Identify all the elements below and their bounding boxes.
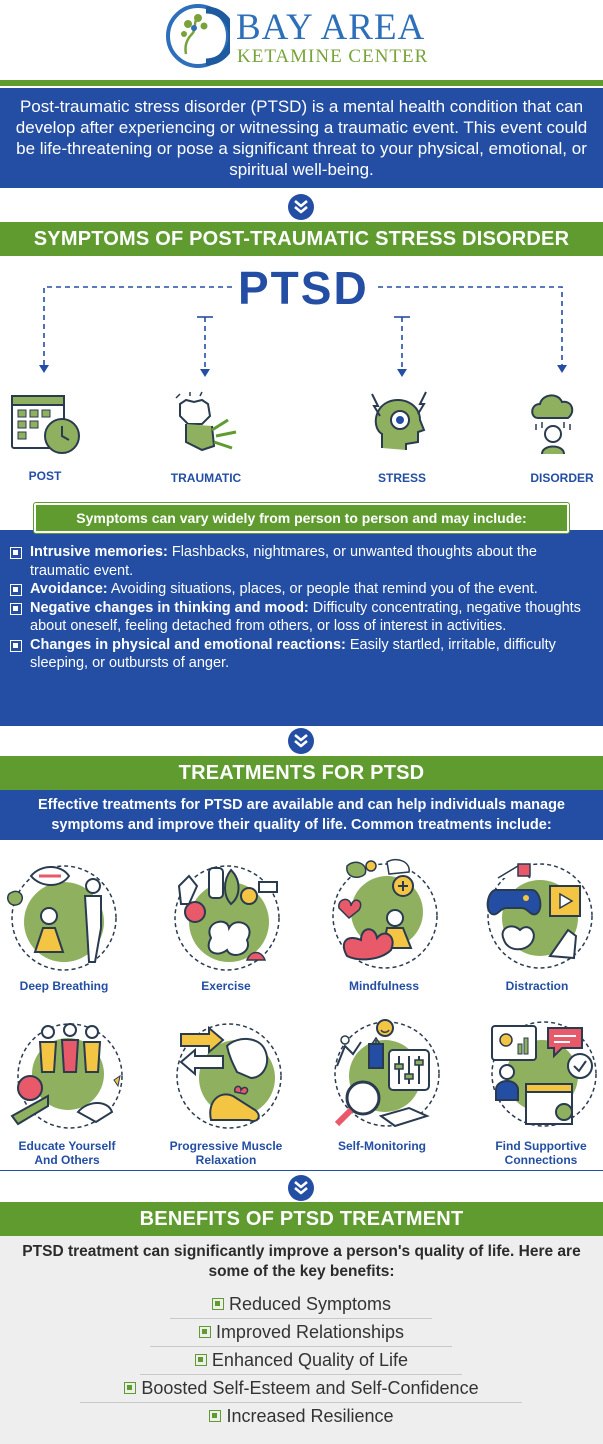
list-item: Improved Relationships <box>0 1322 603 1343</box>
exercise-brain-icon <box>174 865 280 971</box>
breathing-meditation-icon <box>7 865 117 971</box>
symptom-text: Difficulty concentrating, negative thoug… <box>30 599 581 635</box>
mindfulness-lotus-icon <box>332 858 438 969</box>
intro-panel: Post-traumatic stress disorder (PTSD) is… <box>0 88 603 188</box>
chevron-down-icon <box>288 1175 314 1201</box>
checkbox-bullet-icon <box>209 1410 222 1422</box>
divider <box>140 1374 462 1375</box>
treatment-label: Mindfulness <box>348 979 419 993</box>
treatment-label: Self-Monitoring <box>338 1139 426 1153</box>
ptsd-connector-lines <box>39 286 567 377</box>
intro-text: Post-traumatic stress disorder (PTSD) is… <box>15 97 588 179</box>
fist-breaking-icon <box>175 391 237 452</box>
symptoms-heading: SYMPTOMS OF POST-TRAUMATIC STRESS DISORD… <box>0 222 603 256</box>
treatments-intro-text: Effective treatments for PTSD are availa… <box>37 797 565 833</box>
treatment-item-supportive-connections: Find Supportive Connections <box>471 1016 603 1167</box>
header-divider <box>0 80 603 86</box>
benefit-text: Boosted Self-Esteem and Self-Confidence <box>141 1378 479 1398</box>
section-divider <box>0 1170 603 1171</box>
checkbox-bullet-icon <box>124 1382 137 1394</box>
symptom-title: Negative changes in thinking and mood: <box>30 599 309 616</box>
benefit-text: Reduced Symptoms <box>228 1294 392 1314</box>
word-label-post: POST <box>28 469 62 483</box>
treatment-item-mindfulness: Mindfulness <box>314 856 454 993</box>
list-item: Intrusive memories: Flashbacks, nightmar… <box>10 543 591 580</box>
symptom-text: Flashbacks, nightmares, or unwanted thou… <box>30 544 537 579</box>
tree-head-logo-icon <box>166 4 230 68</box>
word-label-disorder: DISORDER <box>530 471 594 485</box>
treatment-item-exercise: Exercise <box>156 856 296 993</box>
treatment-label: Find Supportive Connections <box>495 1139 587 1167</box>
treatment-item-distraction: Distraction <box>467 856 603 993</box>
treatment-label: Deep Breathing <box>19 979 109 993</box>
treatment-label: Educate Yourself And Others <box>18 1139 116 1167</box>
magnifier-sliders-icon <box>334 1019 440 1128</box>
divider <box>80 1402 522 1403</box>
benefit-text: Enhanced Quality of Life <box>211 1350 409 1370</box>
list-item: Boosted Self-Esteem and Self-Confidence <box>0 1378 603 1399</box>
site-header: BAY AREA KETAMINE CENTER <box>0 0 603 80</box>
chevron-down-icon <box>288 728 314 754</box>
word-label-stress: STRESS <box>377 471 426 485</box>
treatment-item-deep-breathing: Deep Breathing <box>0 856 134 993</box>
treatment-item-self-monitoring: Self-Monitoring <box>312 1016 452 1153</box>
list-item: Enhanced Quality of Life <box>0 1350 603 1371</box>
brand-subtitle: KETAMINE CENTER <box>237 46 429 67</box>
benefits-heading: BENEFITS OF PTSD TREATMENT <box>0 1202 603 1236</box>
divider <box>170 1318 432 1319</box>
symptoms-list: Intrusive memories: Flashbacks, nightmar… <box>0 530 603 726</box>
video-chat-support-icon <box>491 1021 597 1127</box>
treatment-item-muscle-relaxation: Progressive Muscle Relaxation <box>156 1016 296 1167</box>
checkbox-bullet-icon <box>194 1354 207 1366</box>
divider <box>150 1346 452 1347</box>
checkbox-bullet-icon <box>211 1298 224 1310</box>
symptoms-callout: Symptoms can vary widely from person to … <box>33 502 570 534</box>
symptom-text: Easily startled, irritable, difficulty s… <box>30 636 556 672</box>
head-gear-stress-icon <box>371 391 427 450</box>
ptsd-acronym: PTSD <box>238 262 369 314</box>
list-item: Avoidance: Avoiding situations, places, … <box>10 580 591 599</box>
treatments-heading: TREATMENTS FOR PTSD <box>0 756 603 790</box>
benefits-panel <box>0 1236 603 1444</box>
checkbox-bullet-icon <box>10 547 22 559</box>
chevron-down-icon <box>288 194 314 220</box>
checkbox-bullet-icon <box>198 1326 211 1338</box>
benefit-text: Improved Relationships <box>215 1322 405 1342</box>
benefit-text: Increased Resilience <box>226 1406 394 1426</box>
game-controller-icon <box>486 863 593 969</box>
brand-title: BAY AREA <box>236 7 426 48</box>
benefits-intro: PTSD treatment can significantly improve… <box>22 1243 581 1280</box>
list-item: Increased Resilience <box>0 1406 603 1427</box>
list-item: Changes in physical and emotional reacti… <box>10 636 591 673</box>
people-education-icon <box>10 1023 123 1129</box>
list-item: Negative changes in thinking and mood: D… <box>10 599 591 636</box>
list-item: Reduced Symptoms <box>0 1294 603 1315</box>
muscle-arrows-icon <box>176 1023 282 1129</box>
checkbox-bullet-icon <box>10 602 22 615</box>
rain-cloud-head-icon <box>531 394 574 455</box>
treatment-label: Distraction <box>505 979 569 993</box>
treatment-item-educate: Educate Yourself And Others <box>0 1016 137 1167</box>
treatments-intro: Effective treatments for PTSD are availa… <box>0 790 603 840</box>
treatment-label: Exercise <box>201 979 251 993</box>
word-label-traumatic: TRAUMATIC <box>170 471 242 485</box>
symptom-text: Avoiding situations, places, or people t… <box>107 581 538 597</box>
calendar-clock-icon <box>11 395 80 454</box>
symptom-title: Avoidance: <box>30 581 108 597</box>
checkbox-bullet-icon <box>10 584 22 596</box>
symptom-title: Changes in physical and emotional reacti… <box>30 636 346 653</box>
treatment-label: Progressive Muscle Relaxation <box>169 1139 283 1167</box>
checkbox-bullet-icon <box>10 639 22 652</box>
symptom-title: Intrusive memories: <box>30 544 168 560</box>
